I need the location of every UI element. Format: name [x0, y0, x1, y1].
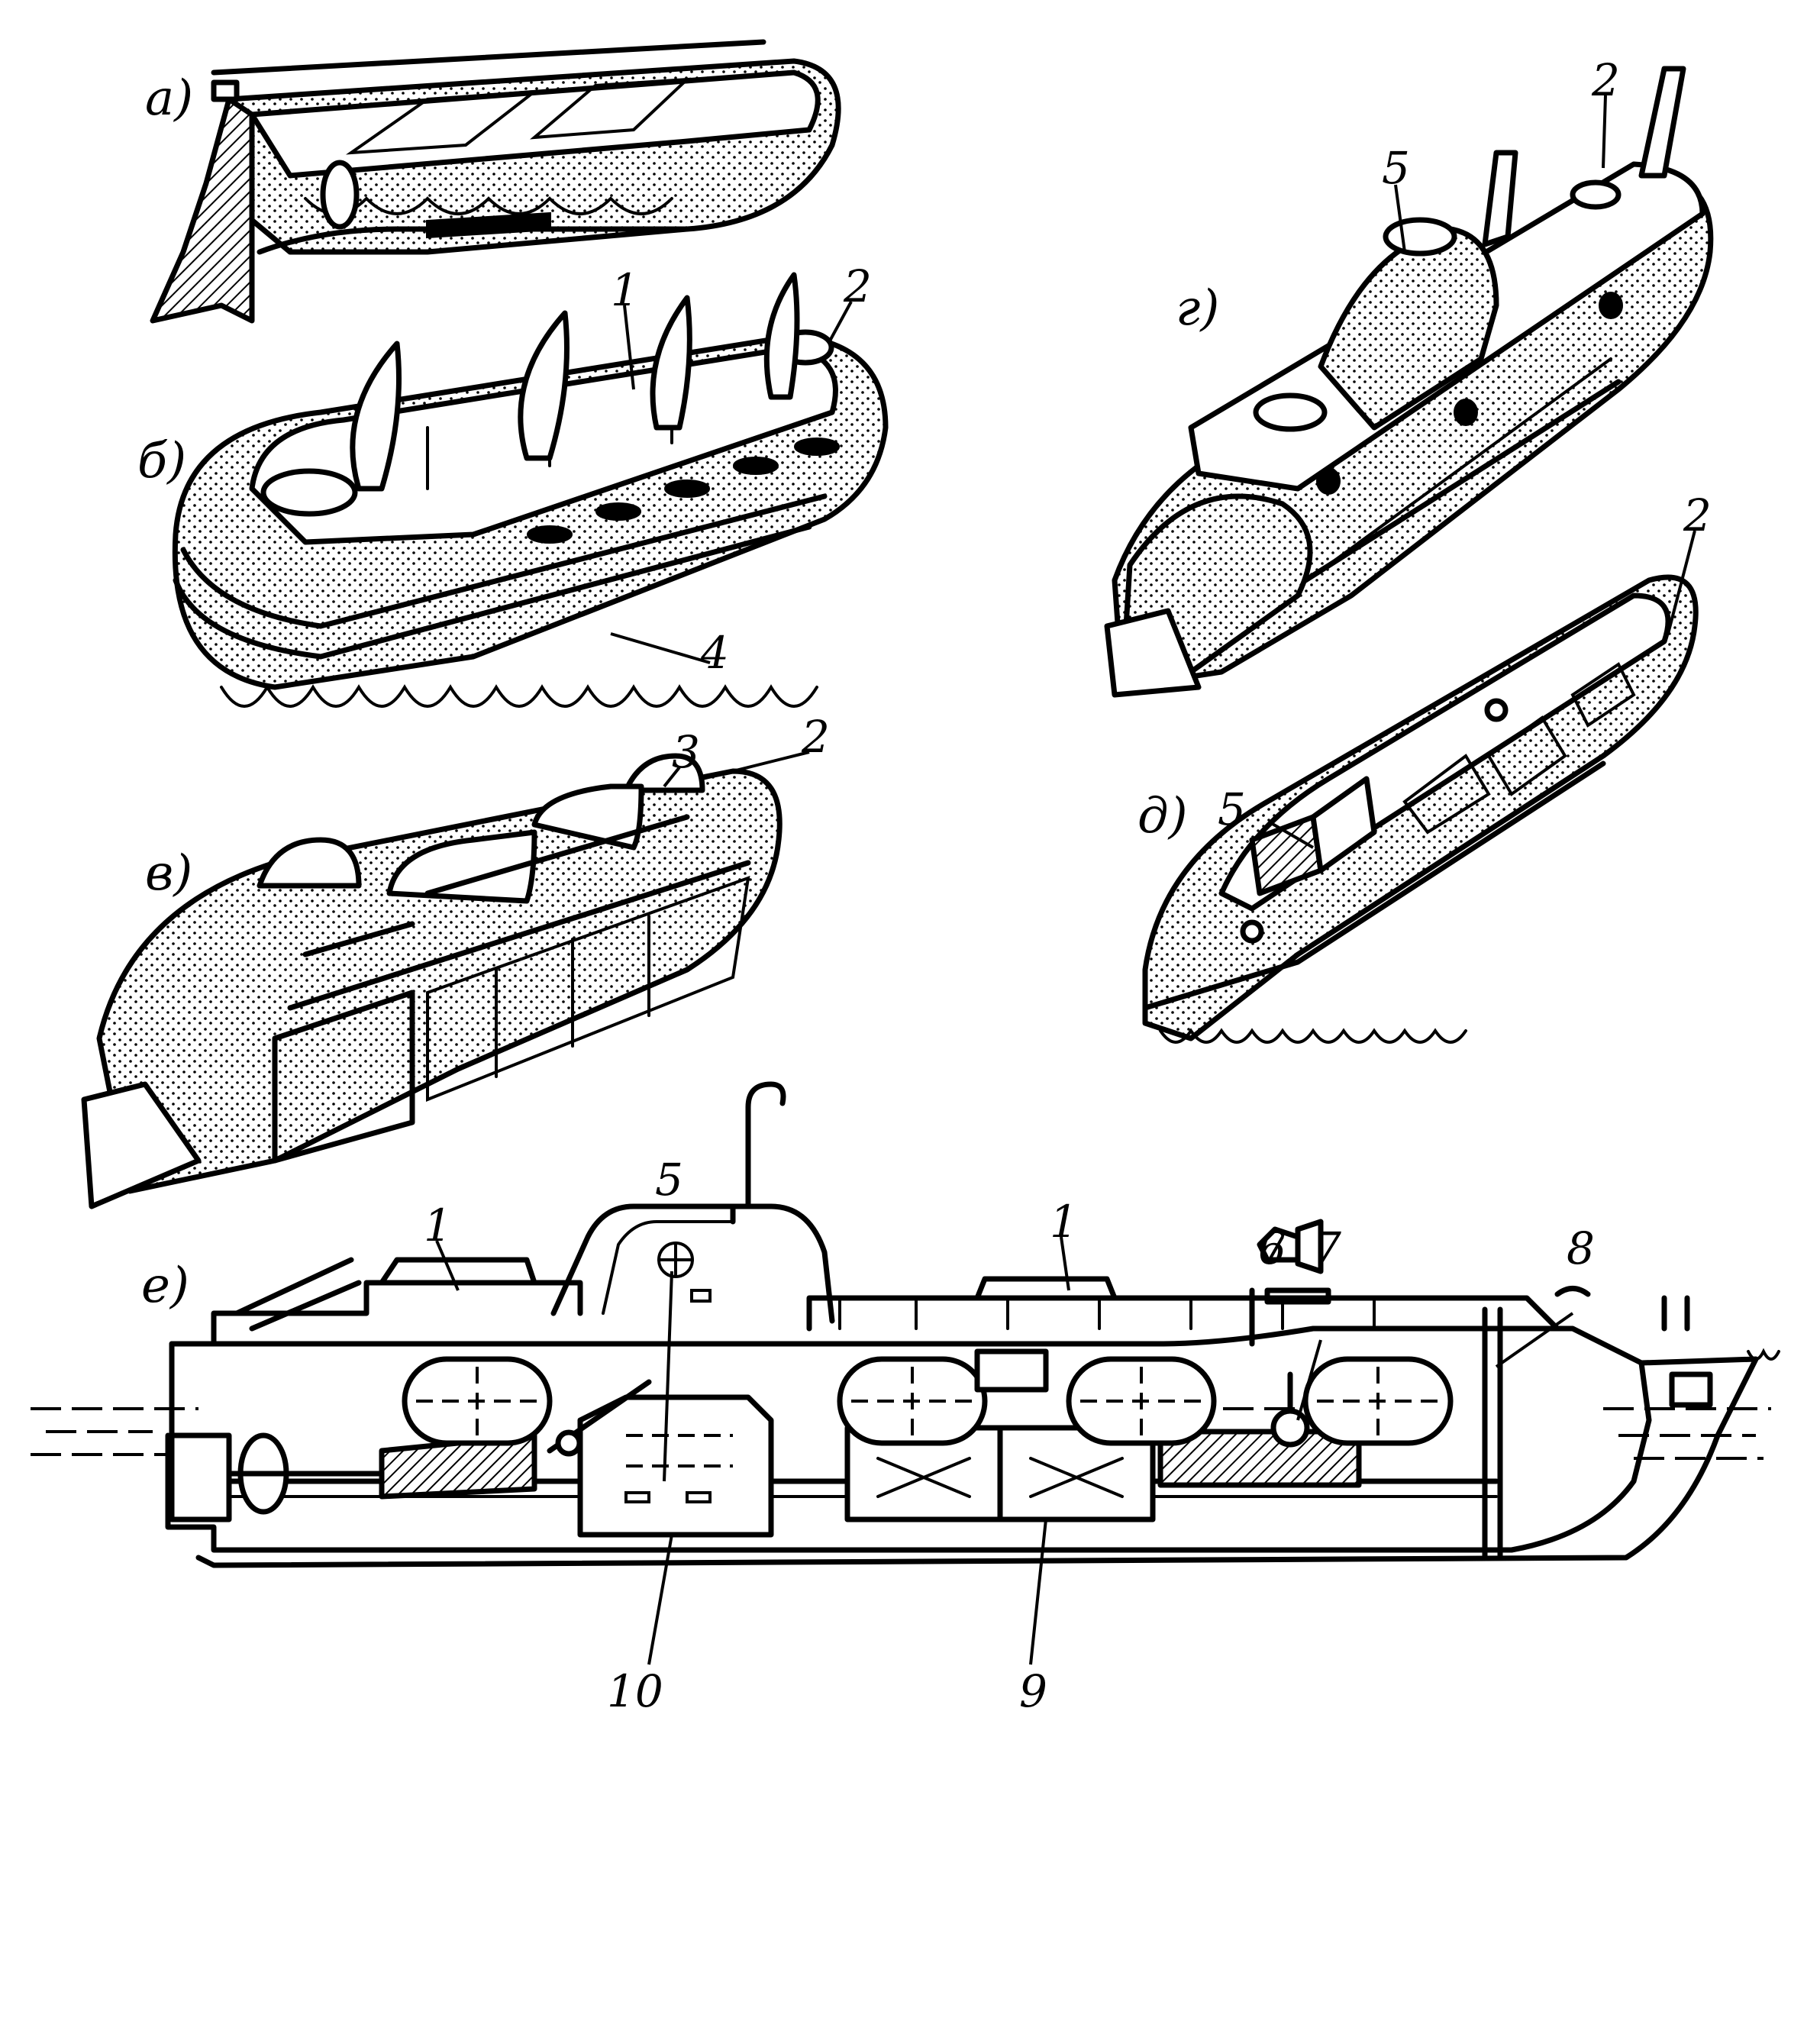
panel-b-partially-enclosed-lifeboat [172, 272, 889, 708]
leader-lines [435, 95, 1696, 1665]
callout-e-1-right: 1 [1050, 1196, 1078, 1248]
panel-label-d: д) [1138, 788, 1188, 844]
callout-b-2: 2 [843, 260, 872, 312]
callout-d-5: 5 [1218, 783, 1246, 835]
callout-e-6: 6 [1258, 1222, 1286, 1274]
callout-e-9: 9 [1019, 1665, 1047, 1717]
panel-g-enclosed-motor-lifeboat [1104, 66, 1714, 698]
callout-v-2: 2 [801, 711, 830, 763]
callout-d-2: 2 [1683, 489, 1712, 541]
callout-e-1-left: 1 [424, 1200, 452, 1251]
callout-g-5: 5 [1382, 142, 1410, 194]
panel-label-b: б) [137, 433, 186, 489]
panel-d-open-motor-lifeboat [1142, 574, 1699, 1044]
callout-e-7: 7 [1313, 1222, 1341, 1274]
callout-g-2: 2 [1591, 54, 1620, 106]
callout-e-10: 10 [607, 1665, 663, 1717]
callout-e-5: 5 [655, 1154, 683, 1206]
panel-label-v: в) [145, 845, 192, 902]
callout-b-4: 4 [700, 627, 729, 679]
panel-label-a: а) [145, 70, 193, 127]
panel-a-open-lifeboat [150, 39, 841, 324]
panel-label-g: г) [1176, 280, 1219, 337]
callout-v-3: 3 [672, 726, 700, 778]
callout-e-8: 8 [1567, 1222, 1595, 1274]
callout-b-1: 1 [611, 264, 639, 316]
panel-e-side-section [31, 1081, 1780, 1568]
panel-label-e: е) [141, 1258, 189, 1314]
panel-v-fully-enclosed-lifeboat [81, 753, 783, 1209]
